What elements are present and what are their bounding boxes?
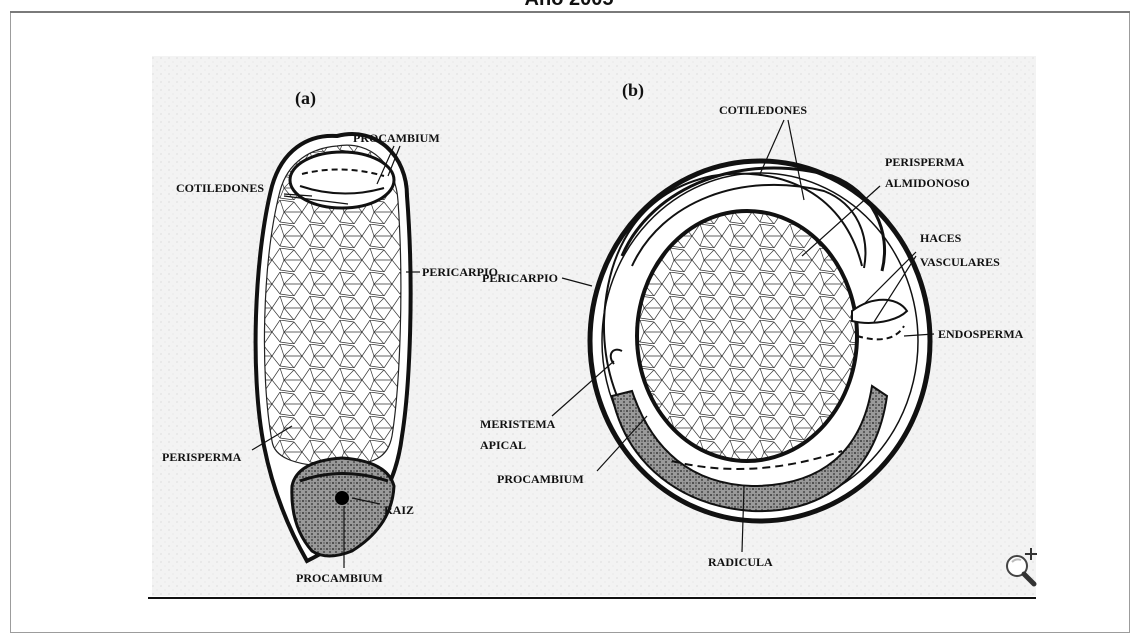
label-a-procambium-bottom: PROCAMBIUM <box>296 571 383 585</box>
label-b-meristema-1: MERISTEMA <box>480 417 556 431</box>
panel-b-letter: (b) <box>622 80 644 101</box>
frame-top-border <box>10 11 1130 13</box>
zoom-in-icon[interactable] <box>1004 546 1040 588</box>
label-b-meristema-2: APICAL <box>480 438 526 452</box>
perisperm-starchy-b <box>637 211 857 461</box>
label-a-perisperma: PERISPERMA <box>162 450 242 464</box>
page-title: Año 2005 <box>0 0 1138 11</box>
label-b-perisperma-1: PERISPERMA <box>885 155 965 169</box>
label-a-procambium-top: PROCAMBIUM <box>353 131 440 145</box>
label-a-raiz: RAIZ <box>384 503 414 517</box>
label-a-cotiledones: COTILEDONES <box>176 181 264 195</box>
label-b-procambium: PROCAMBIUM <box>497 472 584 486</box>
figure-bottom-rule <box>148 597 1036 599</box>
label-b-haces-1: HACES <box>920 231 962 245</box>
label-b-haces-2: VASCULARES <box>920 255 1000 269</box>
label-b-cotiledones: COTILEDONES <box>719 103 807 117</box>
root-procambium-dot <box>335 491 349 505</box>
panel-a-letter: (a) <box>295 88 316 109</box>
label-b-endosperma: ENDOSPERMA <box>938 327 1024 341</box>
label-b-pericarpio: PERICARPIO <box>482 271 558 285</box>
label-b-radicula: RADICULA <box>708 555 773 569</box>
seed-diagram: (a) PROCAMBIUM COTILEDONES PERICARPIO PE… <box>152 56 1036 596</box>
label-b-perisperma-2: ALMIDONOSO <box>885 176 970 190</box>
